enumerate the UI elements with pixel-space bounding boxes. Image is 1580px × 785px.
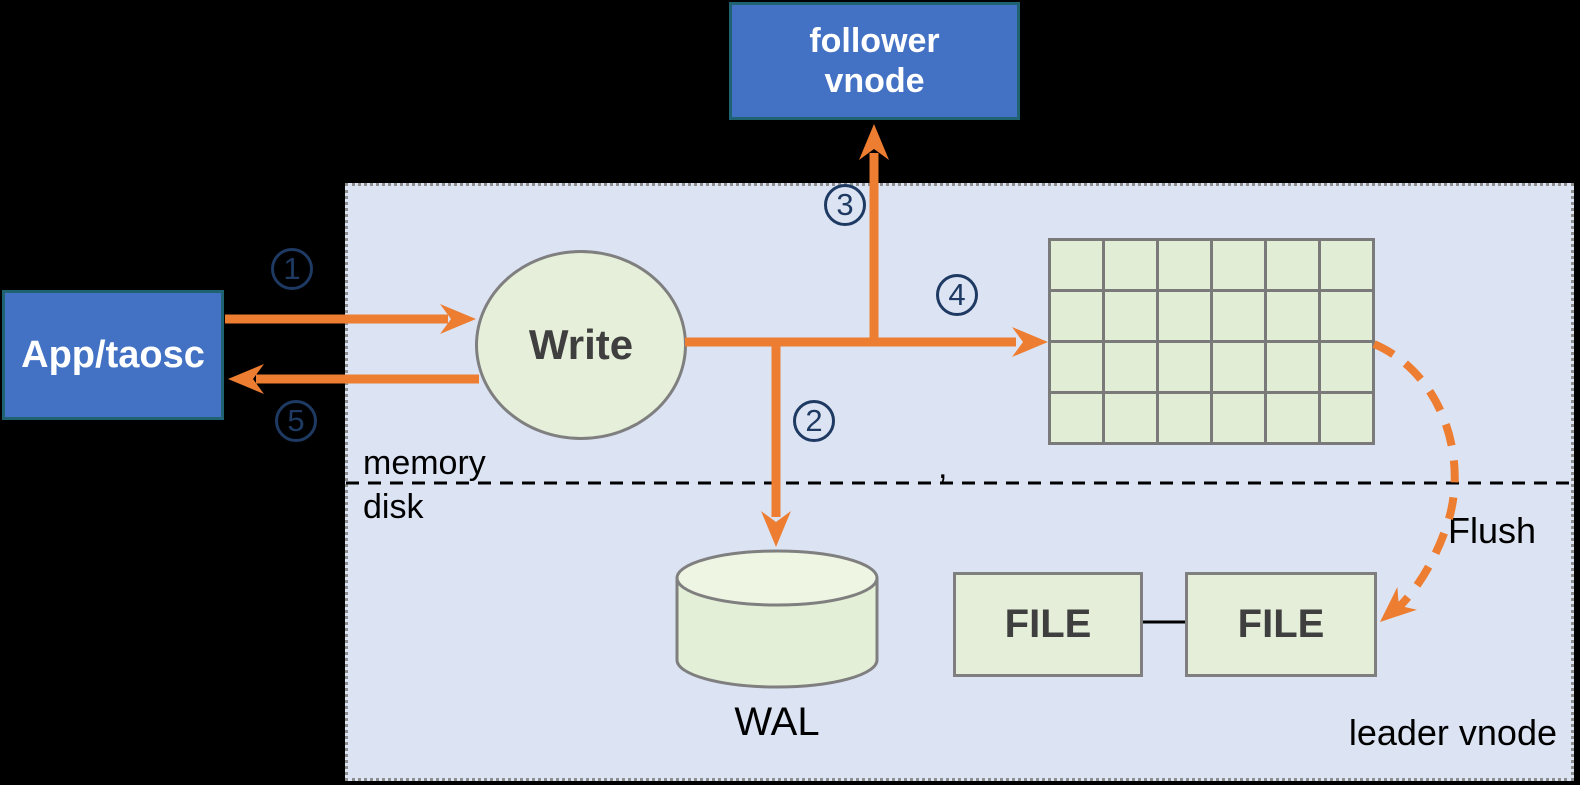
disk-label: disk [363, 488, 424, 526]
memory-cell [1159, 241, 1210, 289]
memory-cell [1159, 394, 1210, 442]
memory-cell [1051, 343, 1102, 391]
step-1-badge: 1 [271, 248, 313, 290]
follower-vnode-label-line1: follower [809, 21, 940, 60]
arrow-3-head-icon [859, 124, 889, 160]
memory-cell [1267, 343, 1318, 391]
step-4-number: 4 [948, 277, 966, 312]
memory-cell [1051, 241, 1102, 289]
step-2-badge: 2 [793, 400, 835, 442]
leader-vnode-label: leader vnode [1348, 712, 1557, 753]
write-process-node: Write [475, 250, 687, 440]
memory-table-grid [1048, 238, 1375, 445]
memory-cell [1321, 343, 1372, 391]
memory-cell [1105, 241, 1156, 289]
write-label: Write [528, 321, 634, 368]
file-label-1: FILE [1004, 602, 1092, 646]
memory-cell [1213, 241, 1264, 289]
memory-cell [1051, 292, 1102, 340]
flush-label: Flush [1448, 510, 1537, 551]
step-4-badge: 4 [936, 274, 978, 316]
memory-label: memory [363, 444, 486, 482]
memory-cell [1105, 394, 1156, 442]
memory-cell [1213, 343, 1264, 391]
file-box-1: FILE [953, 572, 1143, 677]
memory-cell [1105, 292, 1156, 340]
step-3-number: 3 [836, 187, 854, 222]
memory-cell [1267, 292, 1318, 340]
memory-cell [1267, 394, 1318, 442]
step-2-number: 2 [805, 403, 823, 438]
memory-cell [1159, 292, 1210, 340]
memory-cell [1321, 292, 1372, 340]
follower-vnode-label-line2: vnode [824, 62, 925, 100]
step-1-number: 1 [283, 251, 301, 286]
memory-cell [1321, 394, 1372, 442]
app-taosc-label: App/taosc [21, 333, 205, 376]
memory-cell [1213, 394, 1264, 442]
memory-cell [1321, 241, 1372, 289]
app-taosc-box: App/taosc [2, 290, 224, 420]
memory-cell [1213, 292, 1264, 340]
step-3-badge: 3 [824, 184, 866, 226]
memory-cell [1051, 394, 1102, 442]
divider-stray-mark: , [938, 448, 948, 486]
step-5-badge: 5 [275, 400, 317, 442]
step-5-number: 5 [287, 403, 305, 438]
memory-cell [1159, 343, 1210, 391]
memory-cell [1267, 241, 1318, 289]
arrow-5-head-icon [228, 364, 264, 394]
file-box-2: FILE [1185, 572, 1377, 677]
follower-vnode-box: follower vnode [729, 2, 1020, 120]
memory-cell [1105, 343, 1156, 391]
file-label-2: FILE [1237, 602, 1325, 646]
wal-label: WAL [734, 700, 820, 744]
